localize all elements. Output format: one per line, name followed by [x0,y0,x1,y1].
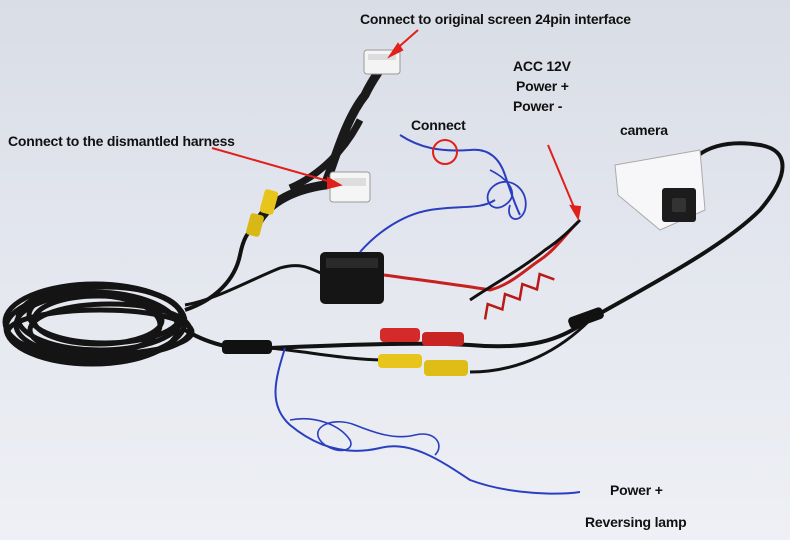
blue-coil-lamp [289,417,440,456]
harness-bundle-2 [288,118,364,192]
connector-harness [329,171,371,203]
camera-unit [614,149,706,231]
inline-connector [222,340,272,354]
label-connect: Connect [411,117,466,133]
red-power-wire-2 [469,218,582,302]
cable-to-box [184,264,326,307]
blue-wire-connect [399,134,521,216]
annotation-arrows [211,29,582,221]
cable-rca-to-camera [469,318,592,374]
label-acc: ACC 12V [513,58,571,74]
red-twist [483,272,555,320]
blue-tangle-top [486,169,527,220]
label-power-plus-bottom: Power + [610,482,663,498]
rca-yellow-pair [378,354,468,376]
label-power-minus: Power - [513,98,563,114]
label-power-plus-top: Power + [516,78,569,94]
rca-yellow-harness [246,189,279,237]
blue-wire-box [359,199,496,253]
cable-to-harness-rca [184,226,256,312]
cable-to-yellow-rca [269,346,386,362]
inline-connector-camera [568,307,604,329]
rca-red-pair [380,328,464,346]
label-original-screen: Connect to original screen 24pin interfa… [360,11,631,27]
blue-wire-lamp [274,347,581,495]
connect-circle-marker [432,139,458,165]
label-camera: camera [620,122,668,138]
black-cable-coil [2,281,195,367]
control-box [320,252,384,304]
label-reversing-lamp: Reversing lamp [585,514,687,530]
red-power-wire [383,220,580,292]
label-dismantled-harness: Connect to the dismantled harness [8,133,235,149]
